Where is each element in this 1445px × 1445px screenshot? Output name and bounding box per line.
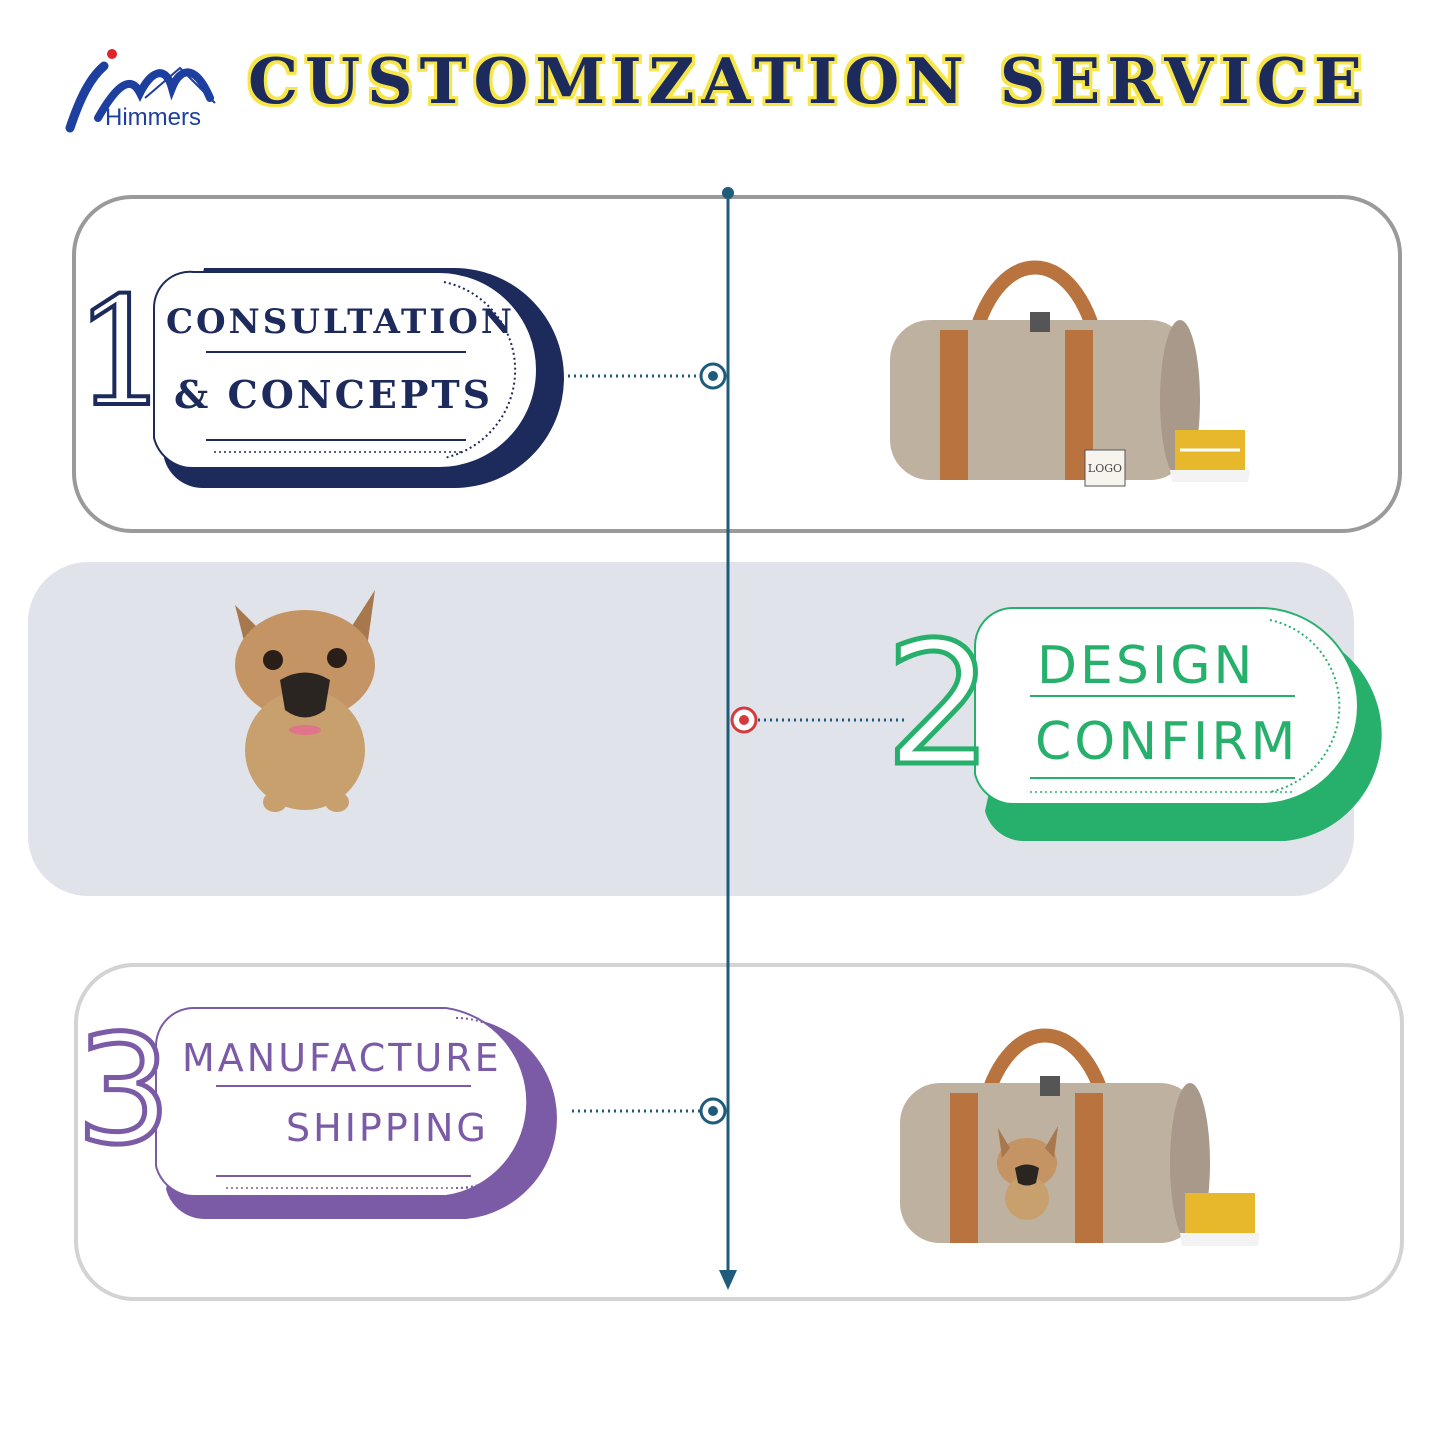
marker-3-icon <box>699 1097 727 1125</box>
brand-name: Himmers <box>105 104 201 131</box>
marker-2-icon <box>730 706 758 734</box>
step-3-bubble: 3 MANUFACTURE SHIPPING <box>73 1004 576 1221</box>
brand-logo: Himmers <box>60 48 220 138</box>
step-3-number: 3 <box>73 1004 173 1178</box>
marker-1-icon <box>699 362 727 390</box>
step-3-title: MANUFACTURE <box>182 1036 502 1080</box>
step-1-bubble: 1 CONSULTATION & CONCEPTS <box>72 266 574 489</box>
printed-dog-icon <box>997 1126 1058 1220</box>
step-1-subtitle: & CONCEPTS <box>174 372 494 417</box>
step-2-subtitle: CONFIRM <box>1035 712 1299 772</box>
dog-photo <box>225 590 385 815</box>
duffel-bag-image: LOGO <box>880 250 1260 520</box>
step-3-subtitle: SHIPPING <box>286 1106 489 1150</box>
timeline-arrow-icon <box>719 1270 737 1290</box>
step-2-bubble: 2 DESIGN CONFIRM <box>882 606 1405 842</box>
step-1-title: CONSULTATION <box>166 302 515 342</box>
page-title: CUSTOMIZATION SERVICE <box>248 44 1369 118</box>
custom-duffel-bag-image <box>890 1018 1270 1278</box>
step-2-number: 2 <box>882 606 995 804</box>
logo-mark-icon <box>65 49 216 133</box>
step-1-number: 1 <box>72 266 171 440</box>
step-2-title: DESIGN <box>1037 636 1256 696</box>
bag-tag-text: LOGO <box>1088 462 1122 475</box>
